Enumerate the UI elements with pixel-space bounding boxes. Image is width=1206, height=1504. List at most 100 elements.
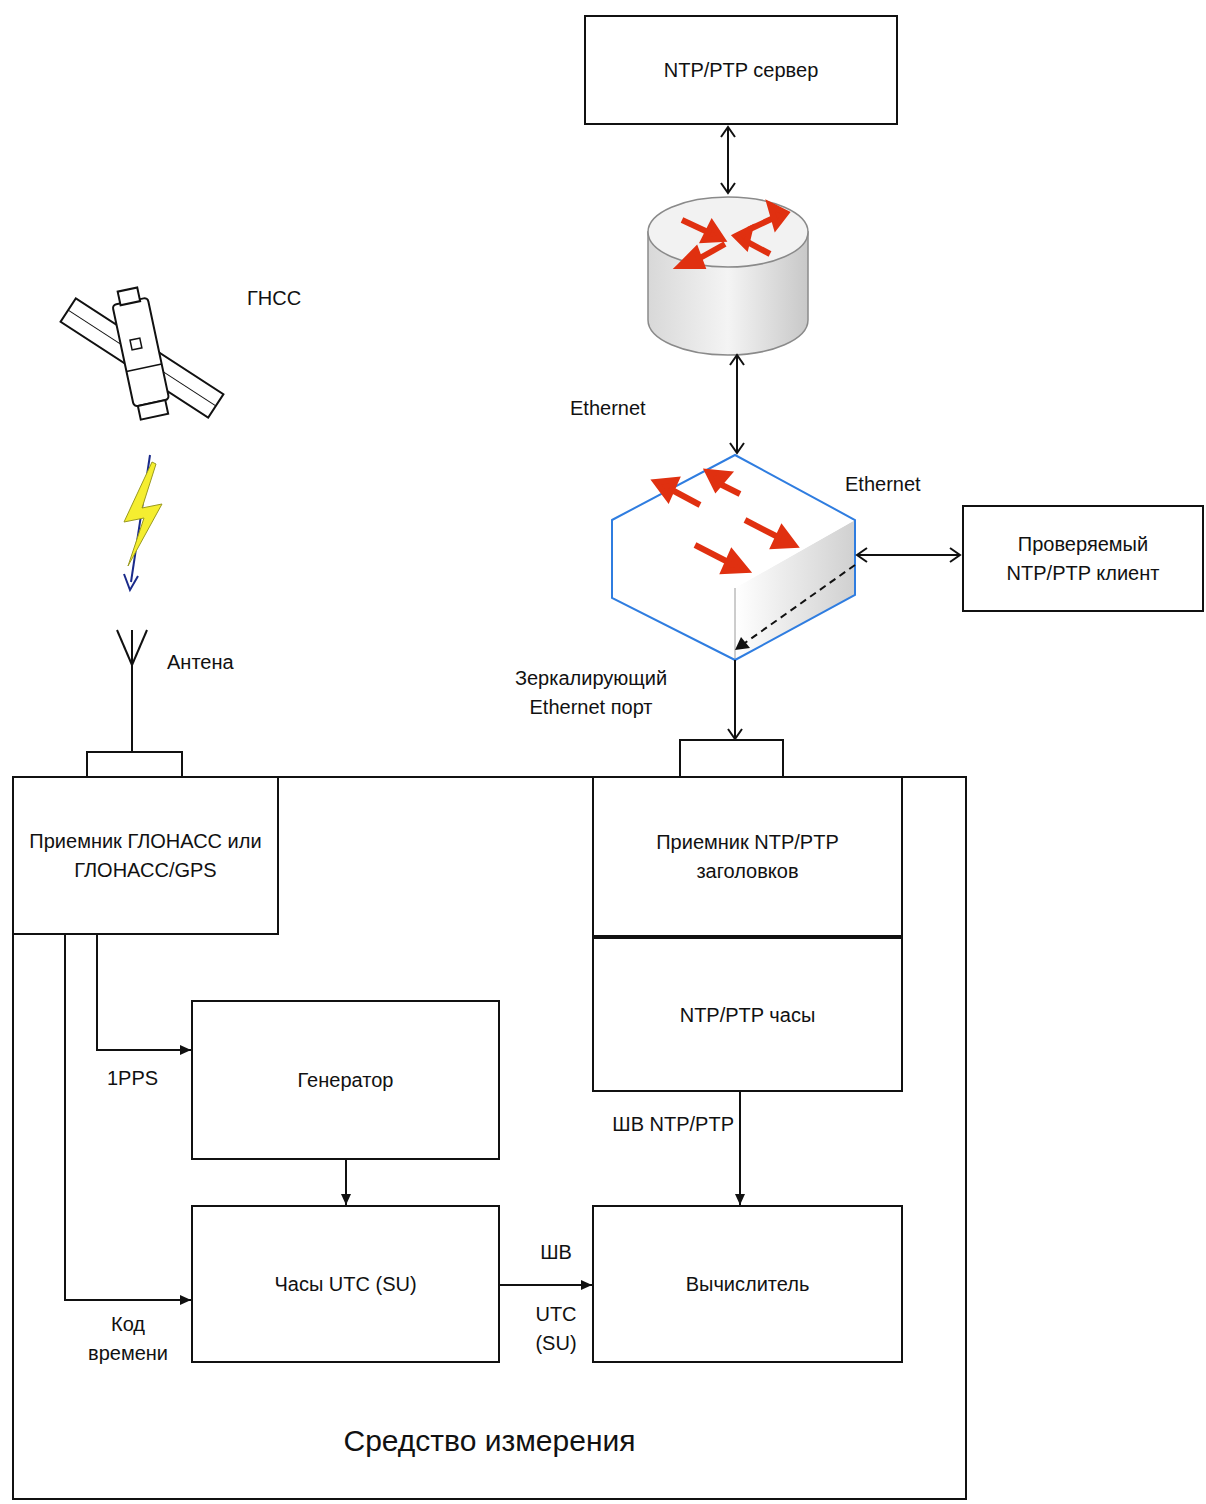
switch-edge xyxy=(735,588,736,660)
satellite-top xyxy=(118,287,140,305)
box-text: Вычислитель xyxy=(604,1270,891,1299)
arrow-head xyxy=(180,1295,191,1305)
switch-outline xyxy=(612,455,855,660)
text-block: Генератор xyxy=(193,1066,498,1095)
generator-box: Генератор xyxy=(191,1000,500,1160)
text-block: NTP/PTP часы xyxy=(594,1000,901,1029)
satellite-detail xyxy=(126,364,161,371)
text-block: Приемник NTP/PTP заголовков xyxy=(594,828,901,886)
signal-label: ШВ xyxy=(526,1238,586,1267)
switch-arrow xyxy=(672,490,700,505)
router-arrow xyxy=(700,244,725,258)
connector-line xyxy=(500,1284,592,1286)
box-text: Часы UTC (SU) xyxy=(203,1270,488,1299)
satellite-detail xyxy=(130,338,142,350)
signal-arrow xyxy=(124,574,138,590)
solar-panel xyxy=(61,298,224,417)
connector xyxy=(341,1160,351,1205)
connector xyxy=(97,935,191,1055)
link-label: Ethernet xyxy=(568,394,672,423)
box-text: Приемник NTP/PTP заголовков xyxy=(604,828,891,886)
network-link xyxy=(857,554,960,556)
computer-box: Вычислитель xyxy=(592,1205,903,1363)
link-head xyxy=(721,127,735,137)
network-links xyxy=(721,127,960,739)
receiver-box: Приемник NTP/PTP заголовков xyxy=(592,776,903,937)
antenna-arm xyxy=(132,630,147,665)
connector xyxy=(735,1092,745,1205)
lightning-bolt xyxy=(124,462,162,566)
switch-arrow xyxy=(695,545,728,562)
link-head xyxy=(730,443,744,453)
router-arrowhead xyxy=(680,250,702,266)
router xyxy=(648,197,808,355)
text-block: Средство измерения xyxy=(14,1419,965,1463)
satellite-bottom xyxy=(138,400,168,420)
server-box: NTP/PTP сервер xyxy=(584,15,898,125)
box-text: Приемник ГЛОНАСС или ГЛОНАСС/GPS xyxy=(24,827,267,885)
switch-arrow xyxy=(745,520,778,537)
mirror-dashed-line xyxy=(742,565,855,645)
system-label: ГНСС xyxy=(245,284,339,313)
box-text: NTP/PTP часы xyxy=(604,1000,891,1029)
text-block: Вычислитель xyxy=(594,1270,901,1299)
antenna-arm xyxy=(117,630,132,665)
text-block: Часы UTC (SU) xyxy=(193,1270,498,1299)
instrument-box: Средство измерения Приемник ГЛОНАСС или Г… xyxy=(12,776,967,1500)
connector xyxy=(500,1280,592,1290)
switch-top-face xyxy=(612,455,855,588)
router-arrows xyxy=(680,205,786,266)
signal-label: ШВ NTP/PTP xyxy=(560,1110,736,1139)
arrow-head xyxy=(341,1194,351,1205)
link-head xyxy=(950,548,960,562)
arrow-head xyxy=(180,1045,191,1055)
arrow-head xyxy=(581,1280,592,1290)
text-block: NTP/PTP сервер xyxy=(586,56,896,85)
network-link xyxy=(736,355,738,453)
switch-arrowhead xyxy=(656,480,676,498)
clock-box: Часы UTC (SU) xyxy=(191,1205,500,1363)
satellite xyxy=(61,286,224,421)
router-arrowhead xyxy=(736,229,750,246)
text-block: Приемник ГЛОНАСС или ГЛОНАСС/GPS xyxy=(14,827,277,885)
connector xyxy=(65,935,191,1305)
link-head xyxy=(728,729,742,739)
box-text: Проверяемый NTP/PTP клиент xyxy=(974,530,1192,588)
switch-arrowhead xyxy=(708,472,728,488)
box-text: NTP/PTP сервер xyxy=(596,56,886,85)
switch-arrowhead xyxy=(724,553,746,571)
router-arrowhead xyxy=(770,205,786,226)
box-text: Генератор xyxy=(203,1066,488,1095)
connector-line xyxy=(739,1092,741,1205)
connector-line xyxy=(97,935,191,1050)
switch xyxy=(612,455,855,660)
antenna-mast xyxy=(131,630,133,752)
box-text: Средство измерения xyxy=(24,1419,955,1463)
link-head xyxy=(721,183,735,193)
mirror-link xyxy=(734,660,736,739)
mirror-arrowhead xyxy=(735,637,750,650)
ethernet-port xyxy=(680,740,783,777)
network-link xyxy=(727,127,729,193)
clock-box: NTP/PTP часы xyxy=(592,937,903,1092)
antenna-port xyxy=(87,752,182,777)
antenna-label: Антена xyxy=(165,648,269,677)
text-block: Проверяемый NTP/PTP клиент xyxy=(964,530,1202,588)
link-head xyxy=(730,355,744,365)
signal-label: UTC (SU) xyxy=(526,1300,586,1358)
client-box: Проверяемый NTP/PTP клиент xyxy=(962,505,1204,612)
signal-label: Код времени xyxy=(72,1310,184,1368)
satellite-body xyxy=(112,298,169,407)
switch-arrowhead xyxy=(774,529,794,546)
router-arrowhead xyxy=(704,224,722,240)
receiver-box: Приемник ГЛОНАСС или ГЛОНАСС/GPS xyxy=(12,776,279,935)
arrow-head xyxy=(735,1194,745,1205)
link-head xyxy=(857,548,867,562)
router-top xyxy=(648,197,808,267)
switch-arrows xyxy=(656,472,794,571)
port-label: Зеркалирующий Ethernet порт xyxy=(476,664,706,722)
